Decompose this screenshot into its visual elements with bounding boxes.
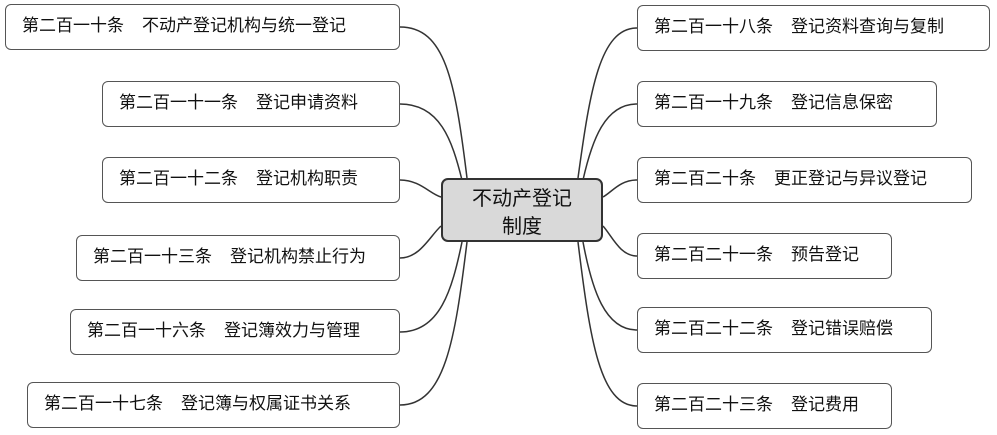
right-node-2[interactable]: 第二百一十九条登记信息保密 [637, 81, 937, 127]
connector-right-1 [577, 27, 638, 179]
article-number: 第二百一十九条 [654, 93, 773, 113]
right-node-1[interactable]: 第二百一十八条登记资料查询与复制 [637, 5, 990, 51]
article-topic: 不动产登记机构与统一登记 [142, 16, 346, 36]
connector-left-2 [399, 103, 463, 181]
central-topic-line2: 制度 [502, 214, 542, 238]
connector-right-5 [582, 241, 638, 331]
connector-left-1 [399, 26, 468, 179]
left-node-2[interactable]: 第二百一十一条登记申请资料 [102, 81, 400, 127]
article-topic: 登记簿效力与管理 [224, 321, 360, 341]
article-topic: 登记信息保密 [791, 93, 893, 113]
article-number: 第二百二十一条 [654, 245, 773, 265]
article-number: 第二百一十三条 [93, 247, 212, 267]
article-number: 第二百一十二条 [119, 169, 238, 189]
left-node-1[interactable]: 第二百一十条不动产登记机构与统一登记 [5, 4, 400, 50]
left-node-3[interactable]: 第二百一十二条登记机构职责 [102, 157, 400, 203]
connector-left-5 [399, 241, 463, 333]
right-node-5[interactable]: 第二百二十二条登记错误赔偿 [637, 307, 932, 353]
article-topic: 预告登记 [791, 245, 859, 265]
article-topic: 登记申请资料 [256, 93, 358, 113]
article-topic: 登记机构职责 [256, 169, 358, 189]
article-number: 第二百一十八条 [654, 17, 773, 37]
left-node-6[interactable]: 第二百一十七条登记簿与权属证书关系 [27, 382, 400, 428]
article-number: 第二百一十六条 [87, 321, 206, 341]
connector-left-6 [399, 241, 468, 406]
article-topic: 登记簿与权属证书关系 [181, 394, 351, 414]
article-number: 第二百二十二条 [654, 319, 773, 339]
article-number: 第二百一十条 [22, 16, 124, 36]
connector-right-3 [602, 179, 638, 198]
connector-right-6 [577, 241, 638, 407]
connector-left-4 [399, 225, 442, 259]
left-node-5[interactable]: 第二百一十六条登记簿效力与管理 [70, 309, 400, 355]
right-node-6[interactable]: 第二百二十三条登记费用 [637, 383, 892, 429]
article-number: 第二百二十三条 [654, 395, 773, 415]
connector-right-4 [602, 225, 638, 257]
connector-right-2 [582, 103, 638, 181]
article-number: 第二百一十七条 [44, 394, 163, 414]
article-topic: 登记机构禁止行为 [230, 247, 366, 267]
left-node-4[interactable]: 第二百一十三条登记机构禁止行为 [76, 235, 400, 281]
article-topic: 登记错误赔偿 [791, 319, 893, 339]
central-topic[interactable]: 不动产登记 制度 [441, 178, 603, 242]
article-number: 第二百一十一条 [119, 93, 238, 113]
central-topic-line1: 不动产登记 [472, 186, 572, 210]
right-node-3[interactable]: 第二百二十条更正登记与异议登记 [637, 157, 972, 203]
connector-left-3 [399, 179, 442, 198]
right-node-4[interactable]: 第二百二十一条预告登记 [637, 233, 892, 279]
article-topic: 登记费用 [791, 395, 859, 415]
article-number: 第二百二十条 [654, 169, 756, 189]
article-topic: 登记资料查询与复制 [791, 17, 944, 37]
article-topic: 更正登记与异议登记 [774, 169, 927, 189]
